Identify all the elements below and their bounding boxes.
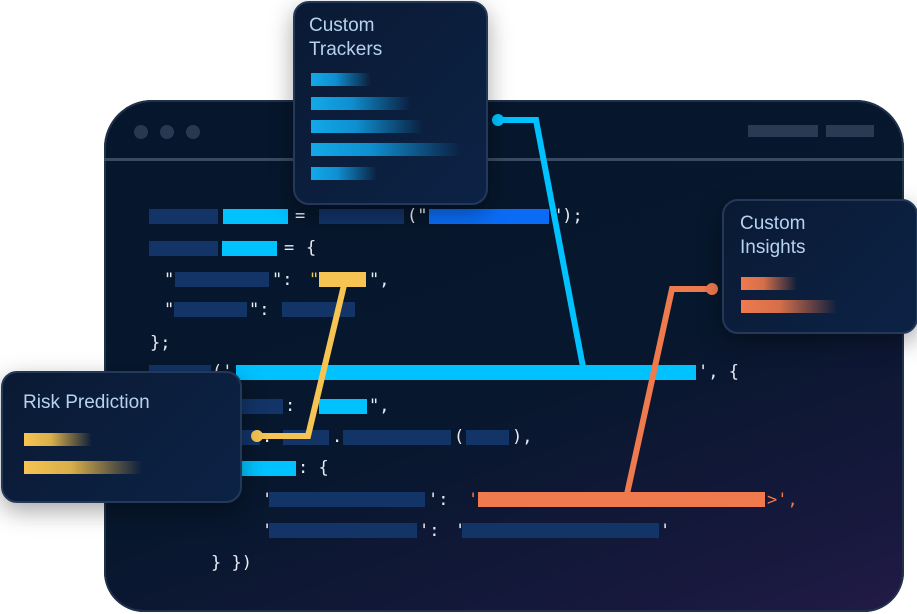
- window-dot: [186, 125, 200, 139]
- code-token: [174, 302, 247, 317]
- code-symbol: .: [262, 427, 273, 447]
- code-symbol: {: [306, 238, 317, 258]
- tracker-bar: [311, 143, 461, 156]
- code-token: [149, 209, 218, 224]
- code-symbol: ",: [369, 396, 390, 416]
- code-symbol: : {: [298, 458, 329, 478]
- code-token: [240, 461, 296, 476]
- custom-trackers-card: Custom Trackers: [293, 1, 488, 205]
- code-symbol: };: [150, 333, 171, 353]
- risk-bar: [24, 433, 92, 446]
- card-title: Risk Prediction: [23, 392, 150, 413]
- tracker-bar: [311, 167, 377, 180]
- code-token: [343, 430, 451, 445]
- card-title-line: Insights: [740, 237, 806, 258]
- code-symbol: (": [407, 206, 428, 226]
- code-symbol: ':: [428, 490, 449, 510]
- code-token: [319, 209, 404, 224]
- code-token: [466, 430, 509, 445]
- code-token: [175, 272, 269, 287]
- tracker-bar: [311, 97, 411, 110]
- toolbar-placeholder: [748, 125, 818, 137]
- code-token: [236, 365, 696, 380]
- code-symbol: ",: [369, 270, 390, 290]
- code-token: [429, 209, 549, 224]
- tracker-bar: [311, 73, 371, 86]
- code-symbol: ': [262, 490, 273, 510]
- toolbar-placeholder: [826, 125, 874, 137]
- risk-prediction-card: Risk Prediction: [1, 371, 242, 503]
- code-token: [478, 492, 765, 507]
- code-symbol: ':: [419, 521, 440, 541]
- code-symbol: ': [660, 521, 671, 541]
- code-token: [222, 241, 277, 256]
- code-symbol: ', {: [698, 362, 739, 382]
- custom-insights-card: Custom Insights: [722, 199, 917, 334]
- code-symbol: } }): [211, 553, 252, 573]
- code-symbol: ': [455, 521, 466, 541]
- code-token: [283, 430, 329, 445]
- insight-bar: [741, 300, 837, 313]
- card-title-line: Custom: [309, 15, 375, 36]
- code-token: [319, 272, 366, 287]
- code-symbol: :: [285, 396, 296, 416]
- code-token: [223, 209, 288, 224]
- code-symbol: .: [332, 427, 343, 447]
- code-symbol: ),: [512, 427, 533, 447]
- code-symbol: ");: [552, 206, 583, 226]
- window-dot: [134, 125, 148, 139]
- code-token: [319, 399, 367, 414]
- window-dot: [160, 125, 174, 139]
- card-title-line: Custom: [740, 213, 806, 234]
- tracker-bar: [311, 120, 423, 133]
- code-symbol: ":: [249, 300, 270, 320]
- code-symbol: ": [164, 270, 175, 290]
- code-symbol: =: [284, 238, 295, 258]
- card-title: Custom Insights: [740, 212, 805, 260]
- code-token: [269, 523, 417, 538]
- insight-bar: [741, 277, 797, 290]
- code-symbol: ': [468, 490, 479, 510]
- code-symbol: ":: [272, 270, 293, 290]
- code-token: [462, 523, 659, 538]
- window-divider: [104, 158, 904, 161]
- code-symbol: (: [454, 427, 465, 447]
- card-title: Custom Trackers: [309, 14, 382, 62]
- code-token: [282, 302, 355, 317]
- code-token: [149, 241, 218, 256]
- code-symbol: >',: [767, 490, 798, 510]
- card-title-line: Trackers: [309, 39, 383, 60]
- risk-bar: [24, 461, 142, 474]
- code-token: [269, 492, 425, 507]
- code-symbol: ": [164, 300, 175, 320]
- code-symbol: ': [262, 521, 273, 541]
- code-symbol: =: [295, 206, 306, 226]
- code-symbol: ": [309, 270, 320, 290]
